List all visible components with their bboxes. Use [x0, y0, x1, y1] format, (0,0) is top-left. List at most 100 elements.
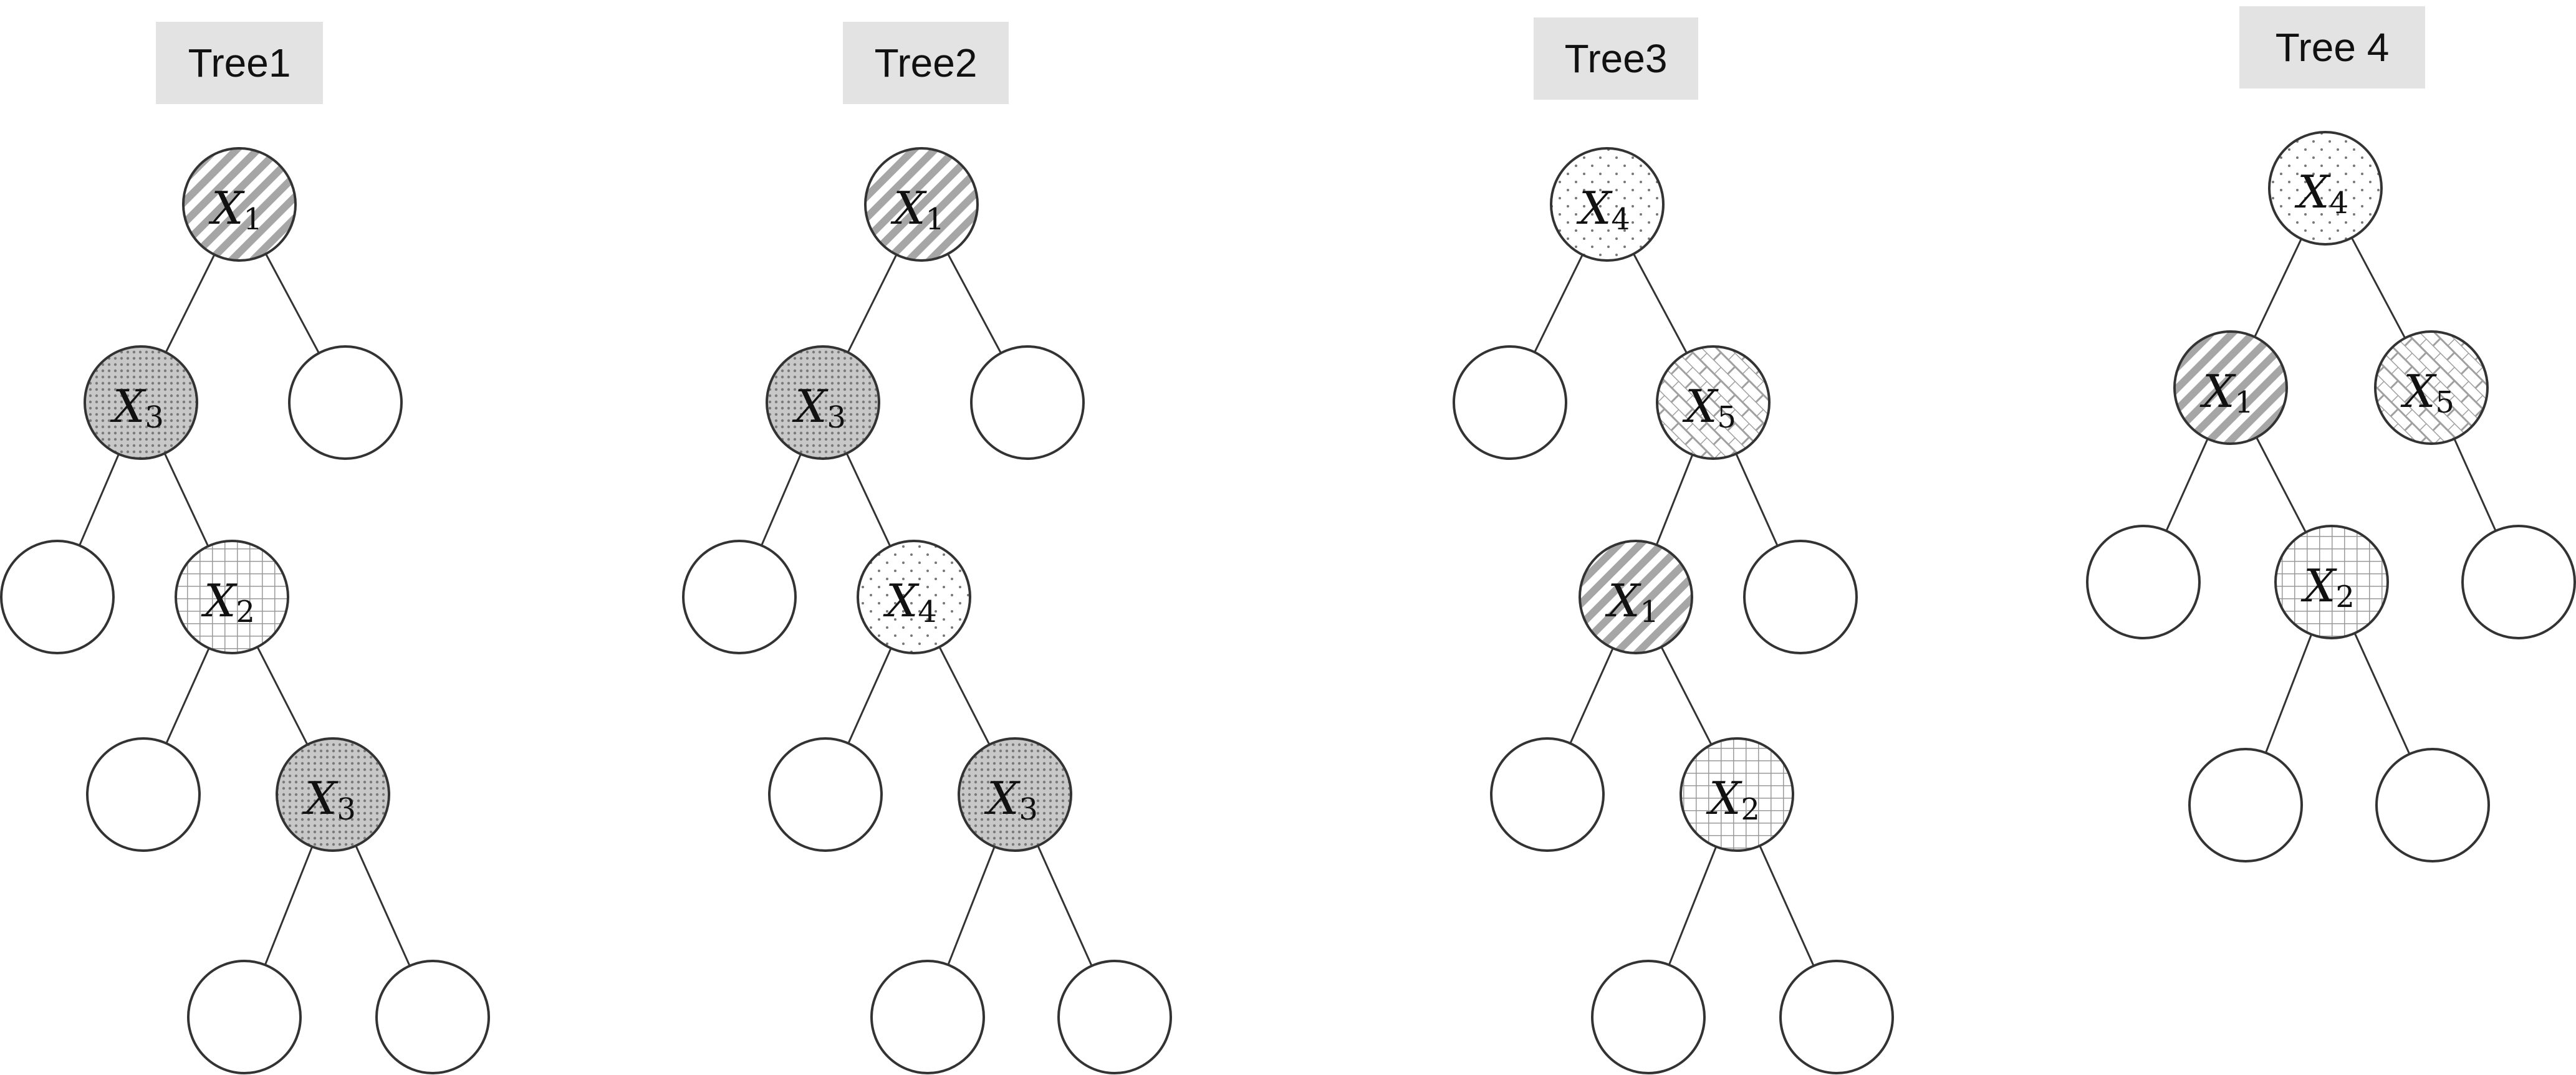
node-variable: X: [883, 575, 920, 627]
node-circle: [1680, 737, 1794, 852]
tree-title-box: [156, 22, 323, 104]
node-circle: [86, 737, 201, 852]
tree-split-node: X4: [2268, 131, 2383, 246]
tree-edge: [165, 647, 210, 744]
tree-leaf-node: [2086, 525, 2201, 639]
node-circle: [375, 960, 490, 1074]
tree-edge: [2264, 634, 2313, 753]
tree-edge: [1655, 454, 1694, 545]
node-circle: [2268, 131, 2383, 246]
tree-edge: [2254, 238, 2302, 338]
node-circle: [2188, 748, 2303, 862]
node-subscript: 1: [243, 202, 262, 237]
tree-leaf-node: [768, 737, 883, 852]
node-circle: [870, 960, 985, 1074]
node-variable: X: [1576, 182, 1613, 234]
tree-leaf-node: [1779, 960, 1894, 1074]
node-circle: [1550, 147, 1665, 262]
node-variable: X: [2294, 166, 2331, 218]
node-circle: [84, 345, 198, 460]
node-variable: X: [1706, 772, 1742, 824]
tree-leaf-node: [1453, 345, 1567, 460]
node-circle: [970, 345, 1085, 460]
tree-leaf-node: [682, 540, 797, 654]
tree-title-text: Tree3: [1565, 36, 1668, 81]
node-subscript: 1: [925, 202, 944, 237]
node-circle: [682, 540, 797, 654]
tree-split-node: X2: [2274, 525, 2389, 639]
node-circle: [187, 960, 302, 1074]
node-label: X3: [110, 380, 164, 435]
tree-split-node: X5: [1656, 345, 1771, 460]
tree-split-node: X4: [857, 540, 971, 654]
node-circle: [2086, 525, 2201, 639]
tree-leaf-node: [2188, 748, 2303, 862]
node-variable: X: [1682, 380, 1719, 432]
tree-edge: [2453, 438, 2497, 532]
tree-edge: [845, 452, 892, 547]
node-circle: [1057, 960, 1172, 1074]
node-circle: [2173, 330, 2288, 445]
tree-leaf-node: [187, 960, 302, 1074]
tree-split-node: X2: [175, 540, 289, 654]
node-variable: X: [984, 772, 1021, 824]
node-subscript: 4: [2329, 186, 2348, 221]
tree-split-node: X3: [276, 737, 390, 852]
tree-leaf-node: [970, 345, 1085, 460]
node-label: X1: [2199, 365, 2254, 420]
node-label: X3: [984, 772, 1038, 827]
tree-title-box: [843, 22, 1009, 104]
tree-edge: [2256, 437, 2307, 533]
tree-edge: [2353, 633, 2411, 755]
node-circle: [2374, 330, 2489, 445]
node-circle: [1779, 960, 1894, 1074]
edges-layer: [79, 237, 2497, 967]
node-variable: X: [110, 380, 147, 432]
node-circle: [182, 147, 297, 262]
tree-title-text: Tree1: [188, 41, 291, 85]
node-variable: X: [208, 182, 245, 234]
tree-edge: [2350, 237, 2406, 339]
tree-leaf-node: [2461, 525, 2576, 639]
tree-title-1: Tree1: [156, 22, 323, 104]
tree-edge: [1735, 453, 1779, 547]
node-label: X3: [302, 772, 356, 827]
node-label: X4: [1576, 182, 1630, 237]
node-variable: X: [792, 380, 829, 432]
node-variable: X: [2400, 365, 2437, 418]
tree-split-node: X1: [2173, 330, 2288, 445]
tree-edge: [165, 254, 216, 353]
node-circle: [2461, 525, 2576, 639]
node-variable: X: [302, 772, 339, 824]
node-label: X2: [201, 575, 255, 629]
tree-split-node: X2: [1680, 737, 1794, 852]
tree-split-node: X4: [1550, 147, 1665, 262]
tree-edge: [265, 253, 320, 354]
tree-edge: [79, 454, 120, 546]
node-circle: [276, 737, 390, 852]
node-circle: [0, 540, 115, 654]
node-subscript: 3: [827, 400, 846, 435]
tree-edge: [264, 846, 314, 965]
node-label: X5: [2400, 365, 2454, 420]
tree-leaf-node: [1591, 960, 1706, 1074]
node-circle: [1591, 960, 1706, 1074]
tree-split-node: X1: [1579, 540, 1693, 654]
node-subscript: 3: [1019, 792, 1038, 827]
node-label: X1: [890, 182, 944, 237]
node-subscript: 1: [2234, 385, 2254, 420]
node-subscript: 4: [918, 595, 937, 629]
node-circle: [175, 540, 289, 654]
tree-edge: [761, 454, 802, 546]
node-subscript: 2: [2335, 580, 2355, 614]
tree-title-2: Tree2: [843, 22, 1009, 104]
tree-edge: [1660, 646, 1713, 745]
tree-edge: [355, 845, 411, 967]
node-label: X1: [1605, 575, 1659, 629]
node-circle: [857, 540, 971, 654]
node-variable: X: [890, 182, 927, 234]
node-label: X1: [208, 182, 262, 237]
tree-edge: [1534, 254, 1584, 353]
tree-title-4: Tree 4: [2239, 6, 2425, 88]
